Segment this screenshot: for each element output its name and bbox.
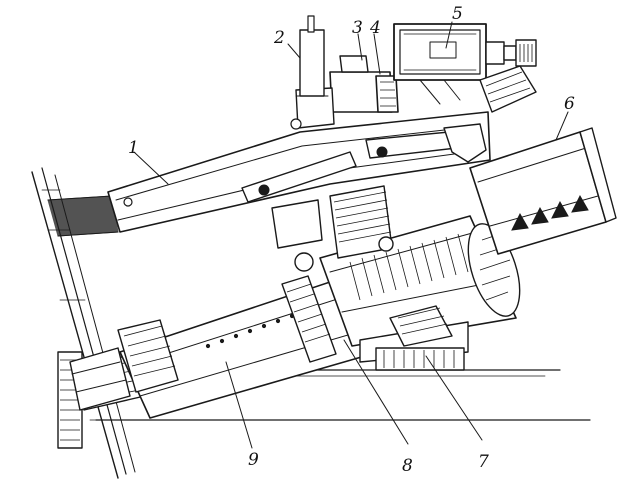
- callout-5: 5: [452, 4, 463, 24]
- post: [291, 16, 328, 129]
- hull-wall: [32, 168, 135, 478]
- pedestal-base: [360, 306, 468, 370]
- leader-lines: [134, 22, 568, 448]
- callout-1: 1: [128, 138, 139, 158]
- callout-6: 6: [564, 94, 575, 114]
- upper-bracket-assembly: [108, 112, 490, 232]
- box-housing: [296, 56, 398, 128]
- cylindrical-drum: [470, 128, 616, 254]
- callout-8: 8: [402, 456, 413, 476]
- callout-3: 3: [352, 18, 363, 38]
- coil-spring: [350, 234, 468, 300]
- callout-7: 7: [478, 452, 489, 472]
- callout-2: 2: [274, 28, 285, 48]
- callout-9: 9: [248, 450, 259, 470]
- support-column: [272, 186, 393, 271]
- teeth: [512, 196, 588, 230]
- callout-4: 4: [370, 18, 381, 38]
- sight-box: [394, 24, 536, 112]
